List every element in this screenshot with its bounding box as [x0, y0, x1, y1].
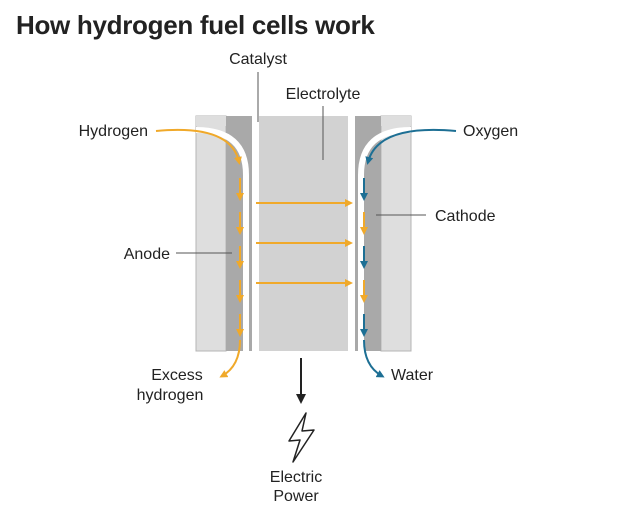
- oxygen-label: Oxygen: [463, 123, 518, 140]
- electrolyte-membrane: [259, 116, 348, 351]
- excess-hydrogen-label-line1: Excess: [151, 367, 203, 384]
- catalyst-label: Catalyst: [229, 51, 287, 68]
- cathode-label: Cathode: [435, 208, 496, 225]
- page-title: How hydrogen fuel cells work: [16, 10, 375, 40]
- water-label: Water: [391, 367, 434, 384]
- oxygen-channel-curve: [358, 127, 412, 351]
- hydrogen-label: Hydrogen: [79, 123, 148, 140]
- electrolyte-label: Electrolyte: [286, 86, 361, 103]
- electric-power-label-line2: Power: [273, 488, 319, 505]
- excess-hydrogen-arrow: [219, 339, 241, 378]
- cathode-catalyst-layer: [348, 116, 355, 351]
- excess-hydrogen-label-line2: hydrogen: [137, 387, 204, 404]
- hydrogen-inflow-arrow: [155, 128, 242, 165]
- anode-outer-plate: [195, 115, 227, 352]
- lightning-bolt-icon: [288, 412, 315, 463]
- water-outflow-arrow: [363, 339, 385, 378]
- hydrogen-channel-curve: [195, 127, 249, 351]
- anode-label: Anode: [124, 246, 170, 263]
- cathode-outer-plate: [380, 115, 412, 352]
- proton-flow-arrows: [256, 199, 353, 287]
- anode-catalyst-layer: [252, 116, 259, 351]
- oxygen-inflow-arrow: [365, 128, 457, 165]
- electric-power-label-line1: Electric: [270, 469, 322, 486]
